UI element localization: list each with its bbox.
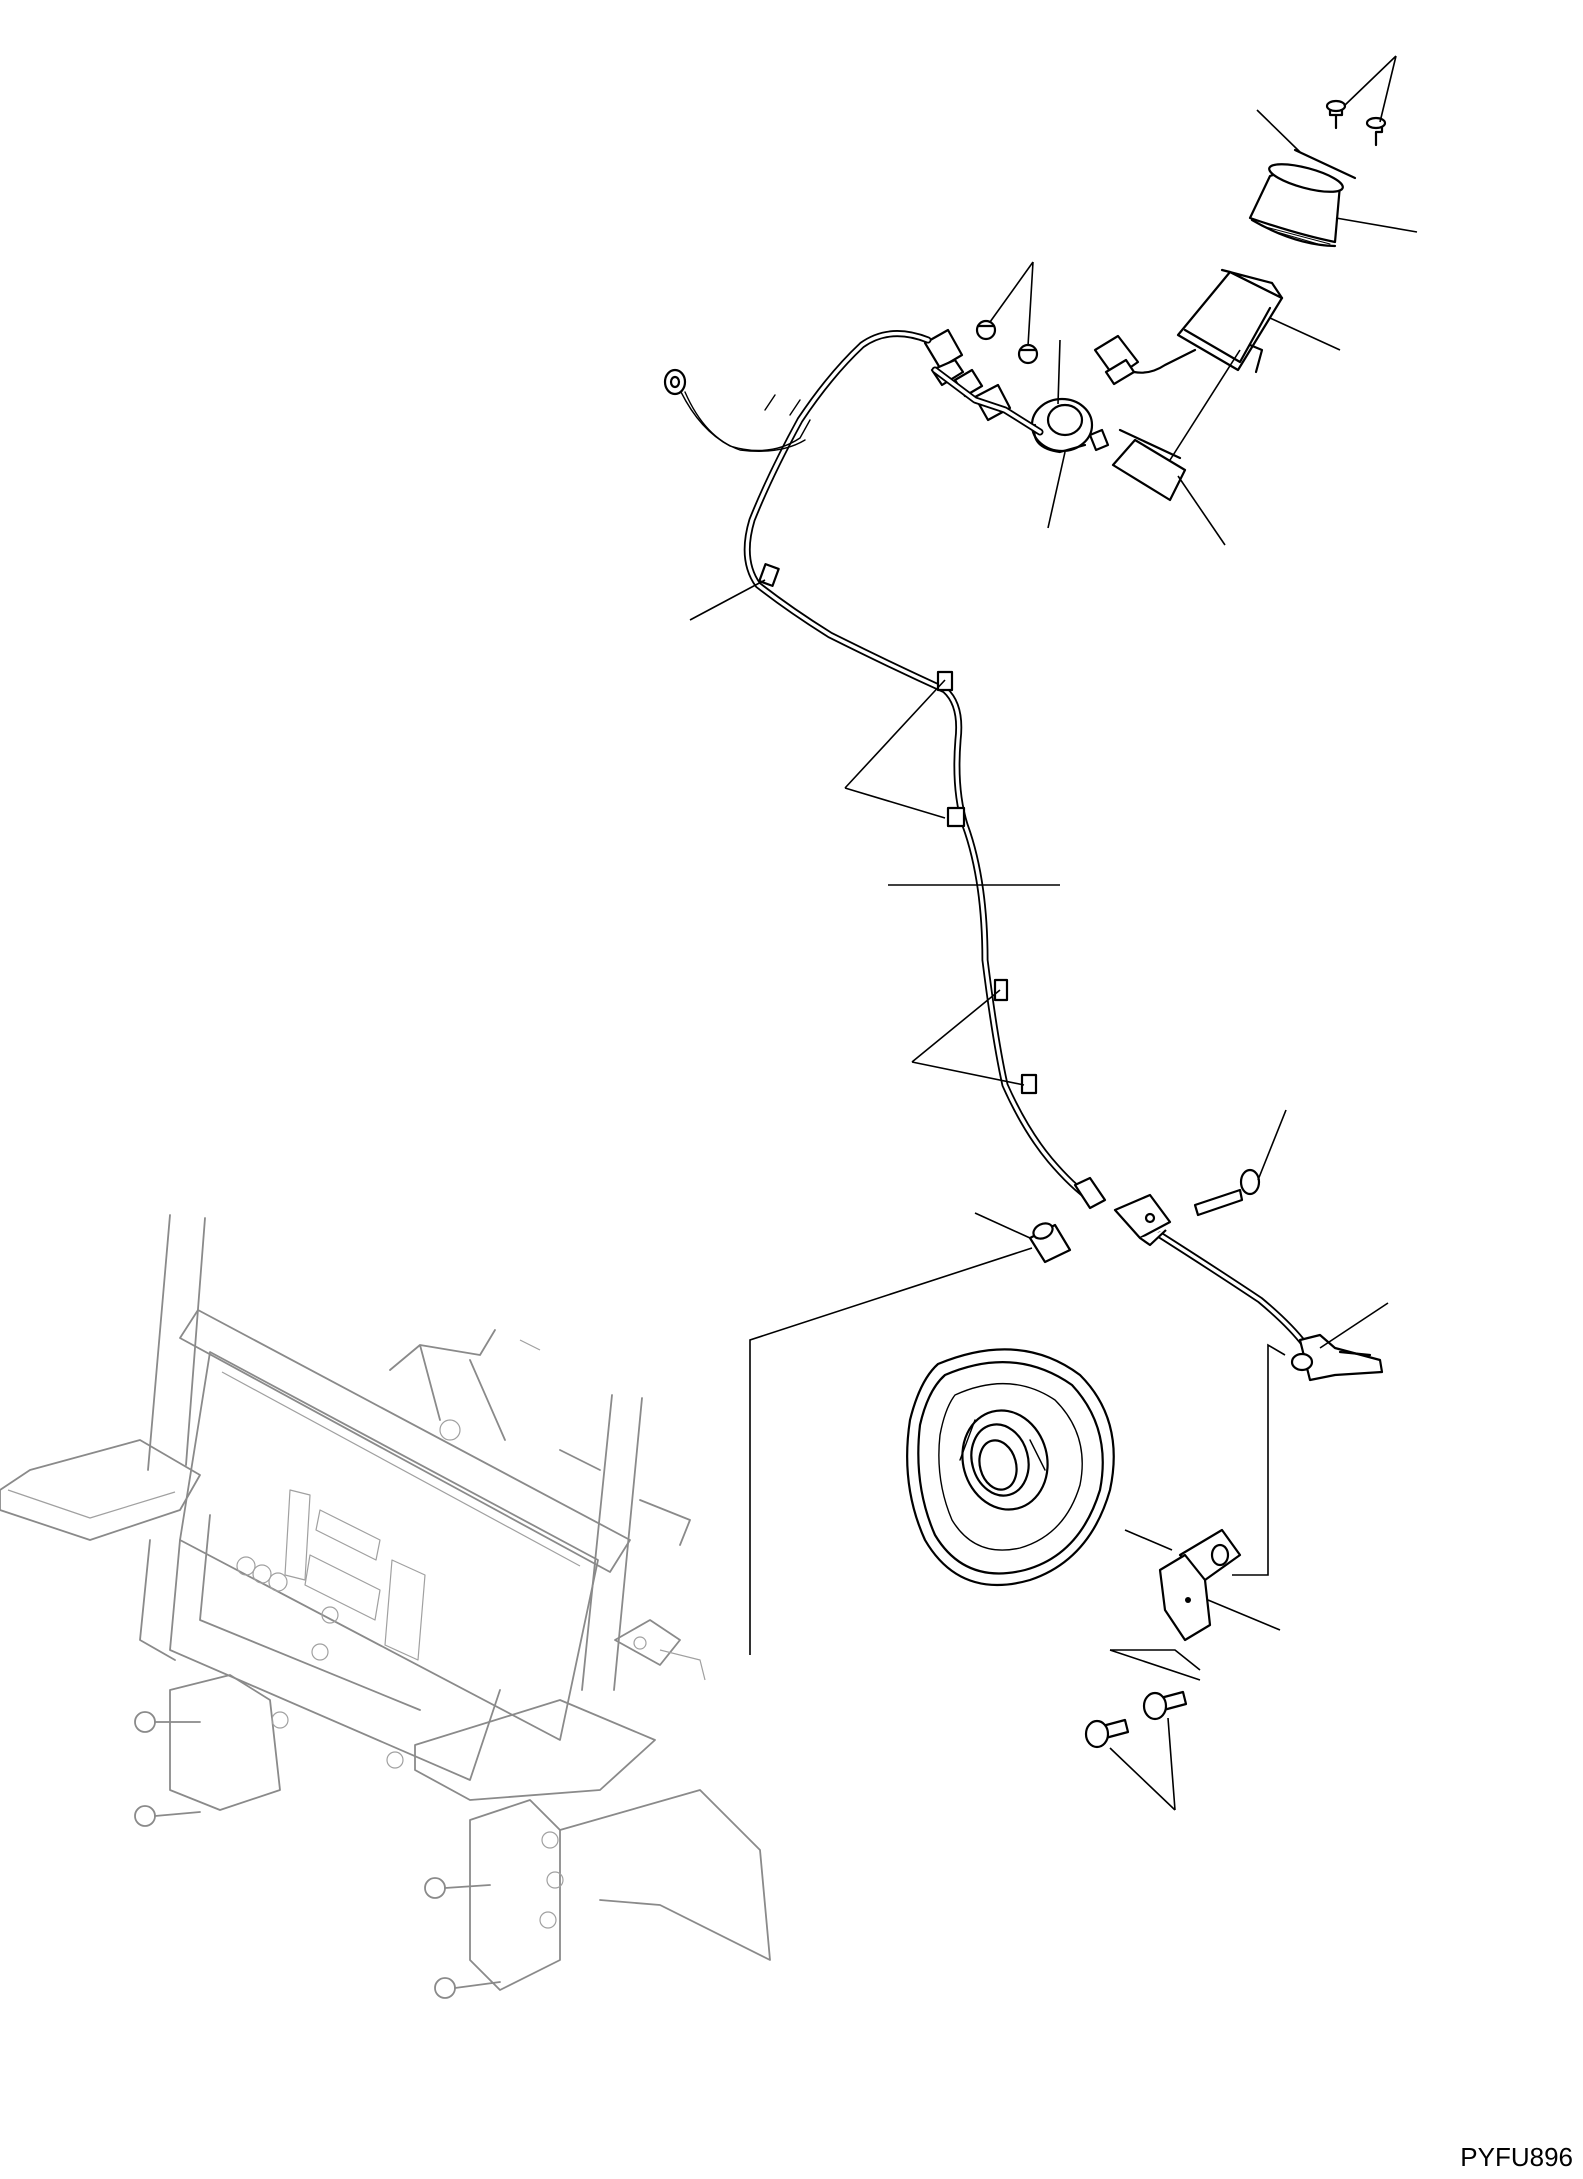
clip-pair xyxy=(975,261,1039,365)
harness-bracket xyxy=(1113,1193,1172,1247)
main-wire-harness xyxy=(680,330,1309,1349)
lamp-bracket xyxy=(1111,349,1241,546)
machine-frame xyxy=(0,1214,771,1999)
washer-plate xyxy=(1256,109,1357,180)
ground-terminal xyxy=(663,368,687,396)
lamp-connector xyxy=(1093,334,1197,386)
lamp-cover xyxy=(1248,163,1418,248)
bracket-bolts xyxy=(1084,1649,1201,1811)
sensor-bracket xyxy=(1124,1528,1281,1642)
flange-bolt xyxy=(1193,1109,1287,1217)
screw-pair-top xyxy=(1325,55,1397,147)
wheel-hub xyxy=(906,1348,1115,1587)
switch-grommet xyxy=(1030,339,1094,529)
speed-sensor xyxy=(1232,1302,1389,1576)
harness-clamps xyxy=(689,563,1038,1095)
hub-bolts xyxy=(134,1711,564,1999)
drawing-code: PYFU896 xyxy=(1460,2142,1573,2172)
lamp-base xyxy=(1176,268,1341,374)
spacer-collar xyxy=(749,1212,1072,1655)
lower-connector xyxy=(1073,1176,1107,1210)
